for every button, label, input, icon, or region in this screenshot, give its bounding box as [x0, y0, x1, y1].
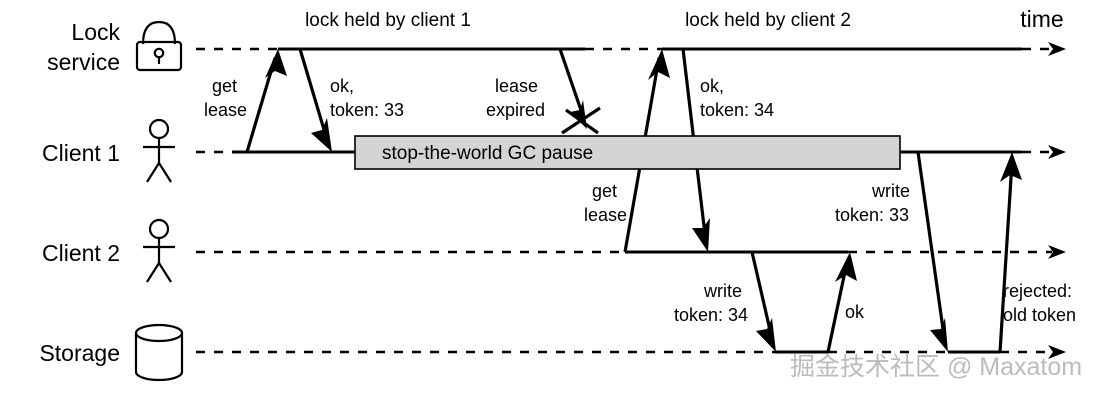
label-get-lease-2-line1: get — [592, 181, 617, 201]
lane-label-lock-service-line1: Lock — [71, 19, 120, 45]
label-rejected-old-token-line2: old token — [1003, 305, 1076, 325]
label-lease-expired-line1: lease — [495, 76, 538, 96]
label-ok-token-34-line1: ok, — [700, 76, 724, 96]
timeline-arrowhead-client-1 — [1048, 145, 1066, 159]
database-cylinder-icon — [134, 323, 184, 382]
label-get-lease-1-line2: lease — [204, 100, 247, 120]
label-ok-token-33-line1: ok, — [330, 76, 354, 96]
arrow-write-token-33 — [916, 151, 948, 352]
stick-figure-icon-client-1 — [143, 118, 175, 183]
timeline-arrowhead-storage — [1048, 345, 1066, 359]
lane-label-storage: Storage — [39, 340, 120, 366]
arrow-lease-expired — [558, 48, 601, 135]
label-write-token-33-line1: write — [871, 181, 910, 201]
lane-lock-service: Lock service — [47, 19, 1066, 75]
span-label-lock-held-client-2: lock held by client 2 — [685, 10, 851, 31]
padlock-icon — [135, 20, 183, 72]
timeline-arrowhead-lock-service — [1048, 42, 1066, 56]
lane-client-1: Client 1 — [42, 118, 1066, 183]
span-label-lock-held-client-1: lock held by client 1 — [305, 10, 471, 31]
arrow-rejected-old-token — [998, 152, 1022, 353]
time-axis-label: time — [1020, 6, 1063, 32]
label-write-token-33-line2: token: 33 — [835, 205, 909, 225]
arrow-get-lease-1 — [245, 49, 287, 153]
timeline-arrowhead-client-2 — [1048, 245, 1066, 259]
label-rejected-old-token-line1: rejected: — [1003, 281, 1072, 301]
label-get-lease-2-line2: lease — [584, 205, 627, 225]
label-write-token-34-line2: token: 34 — [674, 305, 748, 325]
watermark: 掘金技术社区 @ Maxatom — [790, 353, 1082, 381]
stick-figure-icon-client-2 — [143, 218, 175, 283]
label-lease-expired-line2: expired — [486, 100, 545, 120]
label-get-lease-1-line1: get — [212, 76, 237, 96]
label-write-token-34-line1: write — [703, 281, 742, 301]
message-labels: get lease ok, token: 33 lease expired ge… — [204, 76, 1076, 325]
arrow-storage-ok — [826, 252, 857, 353]
lane-client-2: Client 2 — [42, 218, 1066, 283]
label-ok-token-34-line2: token: 34 — [700, 100, 774, 120]
arrow-ok-token-33 — [298, 48, 332, 152]
lane-storage: Storage — [39, 323, 1066, 382]
lane-label-lock-service-line2: service — [47, 49, 120, 75]
lane-label-client-1: Client 1 — [42, 140, 120, 166]
lane-label-client-2: Client 2 — [42, 240, 120, 266]
label-storage-ok: ok — [845, 302, 865, 322]
gc-pause-label: stop-the-world GC pause — [382, 143, 593, 164]
arrow-write-token-34 — [750, 251, 776, 352]
gc-pause-box: stop-the-world GC pause — [354, 135, 901, 170]
label-ok-token-33-line2: token: 33 — [330, 100, 404, 120]
